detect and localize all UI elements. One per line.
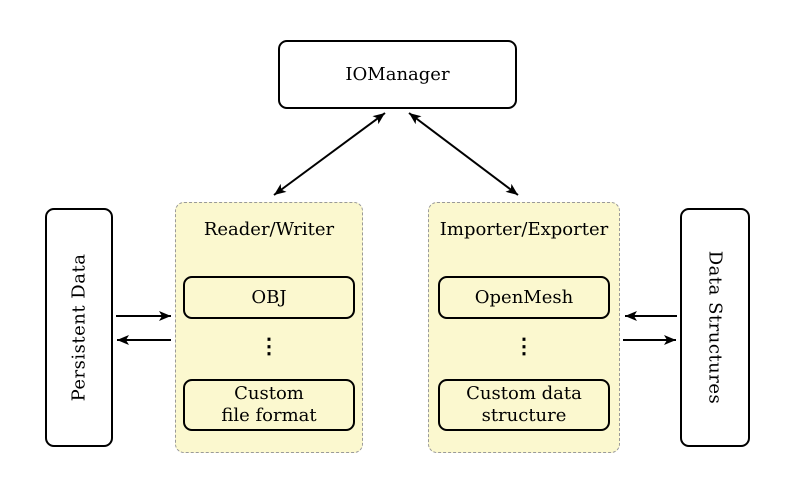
group-importer-exporter-title: Importer/Exporter (439, 219, 609, 240)
node-custom-data-structure-line2: structure (481, 405, 567, 426)
group-reader-writer: Reader/Writer OBJ ⋮ Custom file format (175, 202, 363, 453)
node-custom-data-structure-line1: Custom data (466, 383, 582, 404)
node-openmesh: OpenMesh (438, 276, 610, 319)
vertical-dots-icon: ⋮ (513, 333, 535, 358)
arrow-iomanager-readerwriter (273, 112, 386, 196)
vertical-dots-icon: ⋮ (258, 333, 280, 358)
node-data-structures: Data Structures (680, 208, 750, 447)
node-persistent-data-label: Persistent Data (68, 253, 90, 402)
node-custom-file-format-line1: Custom (234, 383, 304, 404)
group-reader-writer-title: Reader/Writer (203, 219, 335, 240)
node-data-structures-label: Data Structures (704, 250, 726, 405)
node-custom-file-format-line2: file format (221, 405, 317, 426)
node-iomanager-label: IOManager (345, 64, 450, 85)
node-openmesh-label: OpenMesh (474, 286, 574, 308)
group-importer-exporter: Importer/Exporter OpenMesh ⋮ Custom data… (428, 202, 620, 453)
node-custom-file-format: Custom file format (183, 379, 355, 431)
node-custom-data-structure: Custom data structure (438, 379, 610, 431)
node-persistent-data: Persistent Data (45, 208, 113, 447)
node-iomanager: IOManager (278, 40, 517, 109)
node-obj-label: OBJ (251, 286, 287, 308)
node-obj: OBJ (183, 276, 355, 319)
arrow-iomanager-importerexporter (408, 112, 519, 196)
